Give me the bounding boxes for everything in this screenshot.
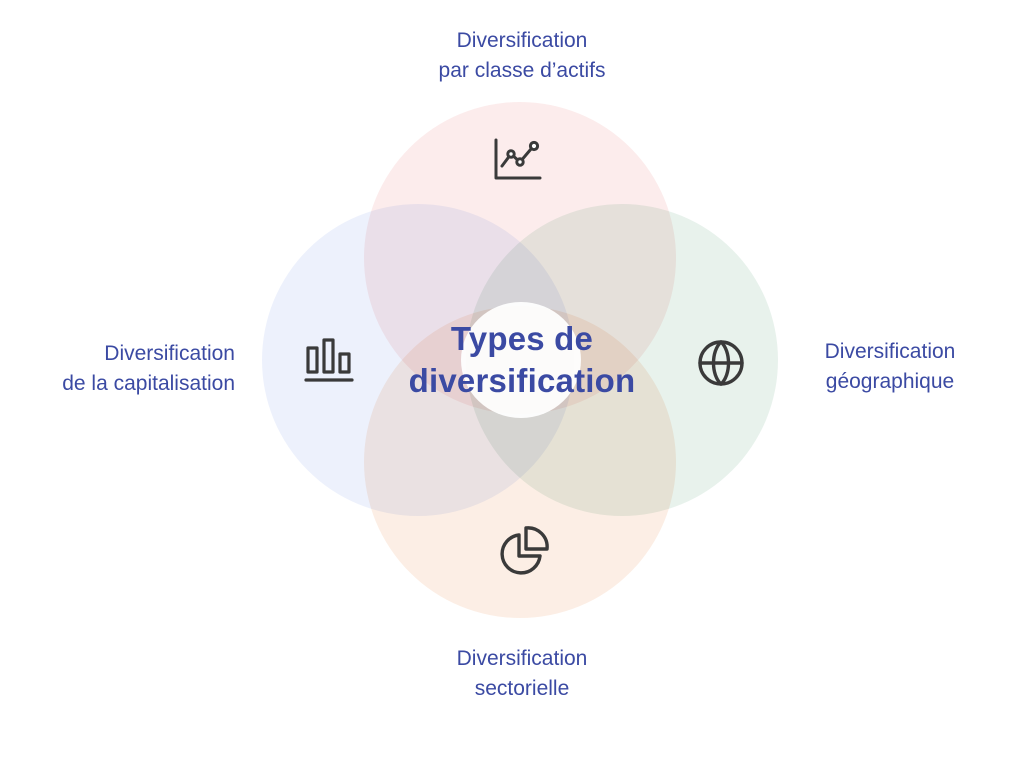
label-geographic-line-1: Diversification: [824, 340, 956, 363]
globe-icon: [693, 335, 749, 391]
label-capitalization-line-1: Diversification: [104, 342, 235, 365]
label-sectoral: Diversification sectorielle: [362, 644, 682, 704]
label-capitalization: Diversification de la capitalisation: [10, 339, 235, 399]
label-sectoral-line-2: sectorielle: [474, 677, 570, 700]
label-sectoral-line-1: Diversification: [456, 647, 588, 670]
center-title-line-1: Types de: [450, 320, 594, 357]
label-capitalization-line-2: de la capitalisation: [62, 372, 235, 395]
center-highlight: [461, 302, 581, 418]
center-title: Types de diversification: [362, 318, 682, 402]
line-chart-icon: [490, 132, 546, 188]
lobe-left-circle: [262, 204, 574, 516]
label-geographic: Diversification géographique: [790, 337, 990, 397]
bar-chart-icon: [301, 333, 357, 389]
label-asset-class-line-1: Diversification: [456, 29, 588, 52]
pie-chart-icon: [496, 523, 552, 579]
center-title-line-2: diversification: [408, 362, 636, 399]
label-asset-class-line-2: par classe d’actifs: [438, 59, 606, 82]
label-asset-class: Diversification par classe d’actifs: [362, 26, 682, 86]
label-geographic-line-2: géographique: [825, 370, 955, 393]
